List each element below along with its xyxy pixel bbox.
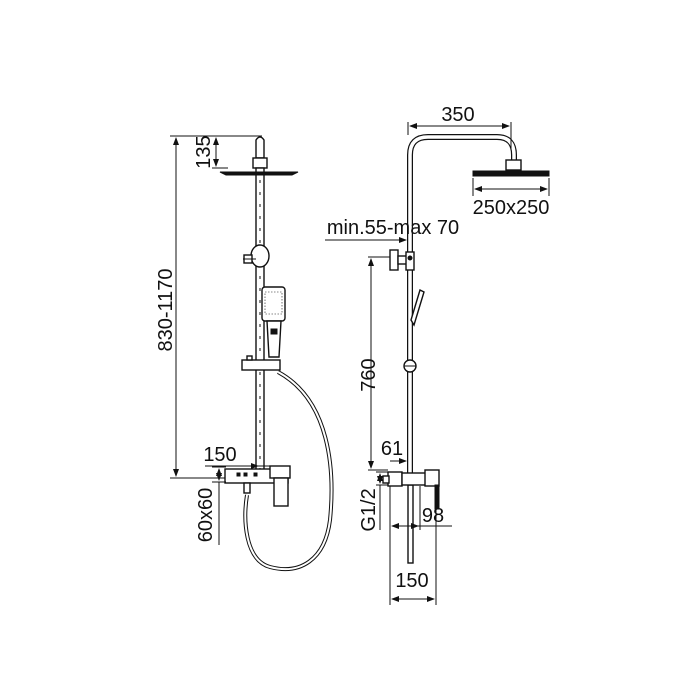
dimensions-side: 350 250x250 min.55-max 70 760 61 G1/2 98: [325, 104, 550, 605]
mixer-depth-label: 98: [422, 505, 444, 527]
mixer-side: [382, 469, 440, 510]
front-view: 830-1170 135 150 60x60: [155, 135, 334, 572]
mixer: [224, 465, 291, 507]
hand-shower: [261, 286, 286, 358]
rain-shower-head: [219, 171, 299, 176]
wall-offset-label: min.55-max 70: [327, 217, 459, 239]
head-size-label: 250x250: [473, 197, 550, 219]
connection-label: G1/2: [358, 488, 380, 531]
head-drop-label: 135: [193, 135, 215, 168]
hose: [243, 370, 334, 572]
slider-ball: [403, 359, 417, 373]
mixer-width-side-label: 150: [395, 570, 428, 592]
arm-length-label: 350: [441, 104, 474, 126]
slider-bracket: [241, 355, 281, 371]
hand-shower-side: [410, 289, 425, 327]
mixer-width-label: 150: [203, 444, 236, 466]
height-range-label: 830-1170: [155, 268, 177, 351]
bracket-height-label: 760: [358, 358, 380, 391]
mount-plate-label: 60x60: [195, 488, 217, 543]
mixer-offset-label: 61: [381, 438, 403, 460]
diverter: [243, 244, 270, 268]
wall-bracket: [389, 249, 415, 271]
rain-shower-head-side: [472, 170, 550, 177]
dimensions-front: 830-1170 135 150 60x60: [155, 135, 275, 545]
side-view: 350 250x250 min.55-max 70 760 61 G1/2 98: [325, 104, 550, 605]
